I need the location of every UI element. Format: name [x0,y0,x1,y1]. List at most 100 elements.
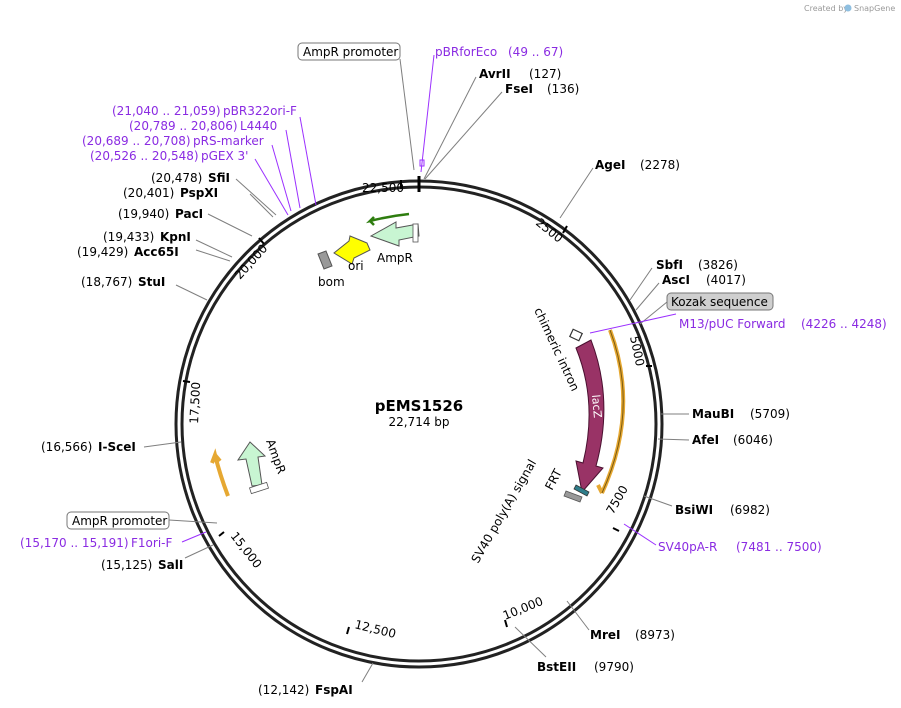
leader-fspai [361,662,374,683]
enzyme-labels-left: (12,142) FspAI (15,125) SalI (16,566) I-… [41,171,353,697]
primer-f1ori-f[interactable]: (15,170 .. 15,191) F1ori-F [20,536,172,550]
primer-pbr322ori-f[interactable]: (21,040 .. 21,059) pBR322ori-F [112,104,297,118]
primer-name: M13/pUC Forward [679,317,786,331]
enzyme-pspxi[interactable]: (20,401) PspXI [123,186,218,200]
enzyme-agei[interactable]: AgeI (2278) [595,158,680,172]
enzyme-name: AgeI [595,158,625,172]
enzyme-fspai[interactable]: (12,142) FspAI [258,683,353,697]
enzyme-name: PacI [175,207,203,221]
feature-bom[interactable]: bom [317,250,345,289]
tick-12500 [346,626,350,635]
primer-labels: pBRforEco (49 .. 67) M13/pUC Forward (42… [20,45,887,554]
primer-name: SV40pA-R [658,540,717,554]
feature-ampr-left[interactable]: AmpR [236,437,289,495]
ampr-top-arrow [369,221,420,247]
enzyme-pos: (6982) [730,503,770,517]
snapgene-logo-icon [844,4,852,12]
enzyme-name: BstEII [537,660,576,674]
feature-sv40-polya[interactable]: SV40 poly(A) signal [468,457,583,566]
leader-sali [184,544,214,559]
feature-ori[interactable]: ori [333,235,371,273]
enzyme-pos: (6046) [733,433,773,447]
enzyme-name: StuI [138,275,165,289]
tick-10000 [504,619,508,628]
enzyme-fsei[interactable]: FseI (136) [505,82,579,96]
enzyme-sali[interactable]: (15,125) SalI [101,558,183,572]
tick-20000 [258,237,265,245]
leader-asci [635,282,660,311]
enzyme-asci[interactable]: AscI (4017) [662,273,746,287]
leader-afei [657,438,690,441]
enzyme-maubi[interactable]: MauBI (5709) [692,407,790,421]
boxed-kozak[interactable]: Kozak sequence [666,292,774,311]
primer-pgex3[interactable]: (20,526 .. 20,548) pGEX 3' [90,149,248,163]
enzyme-name: PspXI [180,186,218,200]
enzyme-pos: (5709) [750,407,790,421]
enzyme-sbfi[interactable]: SbfI (3826) [656,258,738,272]
leader-ampr-promoter-left [168,519,218,524]
enzyme-pos: (16,566) [41,440,92,454]
enzyme-name: FseI [505,82,533,96]
primer-l4440[interactable]: (20,789 .. 20,806) L4440 [129,119,277,133]
enzyme-pos: (19,940) [118,207,169,221]
leader-avrii [423,76,477,180]
leader-f1ori-f [181,531,207,543]
primer-range: (15,170 .. 15,191) [20,536,129,550]
primer-m13-puc-forward[interactable]: M13/pUC Forward (4226 .. 4248) [679,317,887,331]
enzyme-labels-right: AvrII (127) FseI (136) AgeI (2278) SbfI … [479,67,790,674]
primer-range: (20,689 .. 20,708) [82,134,191,148]
enzyme-leader-lines [143,76,690,683]
leader-agei [559,167,594,219]
ori-arrow [333,235,371,265]
enzyme-i-scei[interactable]: (16,566) I-SceI [41,440,136,454]
enzyme-name: BsiWI [675,503,713,517]
leader-sbfi [629,267,653,301]
enzyme-acc65i[interactable]: (19,429) Acc65I [77,245,179,259]
ori-label: ori [348,259,364,273]
enzyme-bsteii[interactable]: BstEII (9790) [537,660,634,674]
tick-label-17500: 17,500 [187,381,203,424]
primer-range: (4226 .. 4248) [801,317,887,331]
boxed-ampr-promoter-top[interactable]: AmpR promoter [297,42,401,61]
feature-chimeric-intron[interactable]: chimeric intron [531,305,584,393]
tick-label-10000: 10,000 [501,594,545,623]
enzyme-kpni[interactable]: (19,433) KpnI [103,230,191,244]
enzyme-pos: (127) [529,67,561,81]
enzyme-name: AvrII [479,67,511,81]
primer-pbrforeco[interactable]: pBRforEco (49 .. 67) [435,45,563,59]
enzyme-stui[interactable]: (18,767) StuI [81,275,165,289]
boxed-ampr-promoter-left[interactable]: AmpR promoter [66,511,170,530]
primer-sv40pa-r[interactable]: SV40pA-R (7481 .. 7500) [658,540,822,554]
enzyme-name: Acc65I [134,245,179,259]
leader-bsiwi [643,495,673,507]
ampr-top-orf-arrow [365,212,410,226]
primer-range: (20,789 .. 20,806) [129,119,238,133]
enzyme-name: SalI [158,558,183,572]
ampr-top-label: AmpR [377,251,413,265]
primer-range: (21,040 .. 21,059) [112,104,221,118]
primer-range: (7481 .. 7500) [736,540,822,554]
enzyme-sfii[interactable]: (20,478) SfiI [151,171,230,185]
primer-name: L4440 [240,119,277,133]
enzyme-name: KpnI [160,230,191,244]
tick-15000 [218,531,225,537]
enzyme-afei[interactable]: AfeI (6046) [692,433,773,447]
leader-acc65i [195,249,231,262]
enzyme-pos: (2278) [640,158,680,172]
feature-ampr-top[interactable]: AmpR [369,221,420,265]
enzyme-mrei[interactable]: MreI (8973) [590,628,675,642]
leader-i-scei [143,441,182,448]
enzyme-pos: (18,767) [81,275,132,289]
enzyme-bsiwi[interactable]: BsiWI (6982) [675,503,770,517]
pbrforeco-marker [419,159,425,167]
tick-17500 [182,380,191,383]
label-box [66,511,170,530]
leader-m13-puc-forward [589,313,677,334]
enzyme-pos: (12,142) [258,683,309,697]
enzyme-name: MauBI [692,407,734,421]
enzyme-avrii[interactable]: AvrII (127) [479,67,561,81]
primer-prs-marker[interactable]: (20,689 .. 20,708) pRS-marker [82,134,264,148]
feature-lacz[interactable]: lacZ [575,339,605,494]
tick-label-5000: 5000 [627,335,647,368]
enzyme-paci[interactable]: (19,940) PacI [118,207,203,221]
